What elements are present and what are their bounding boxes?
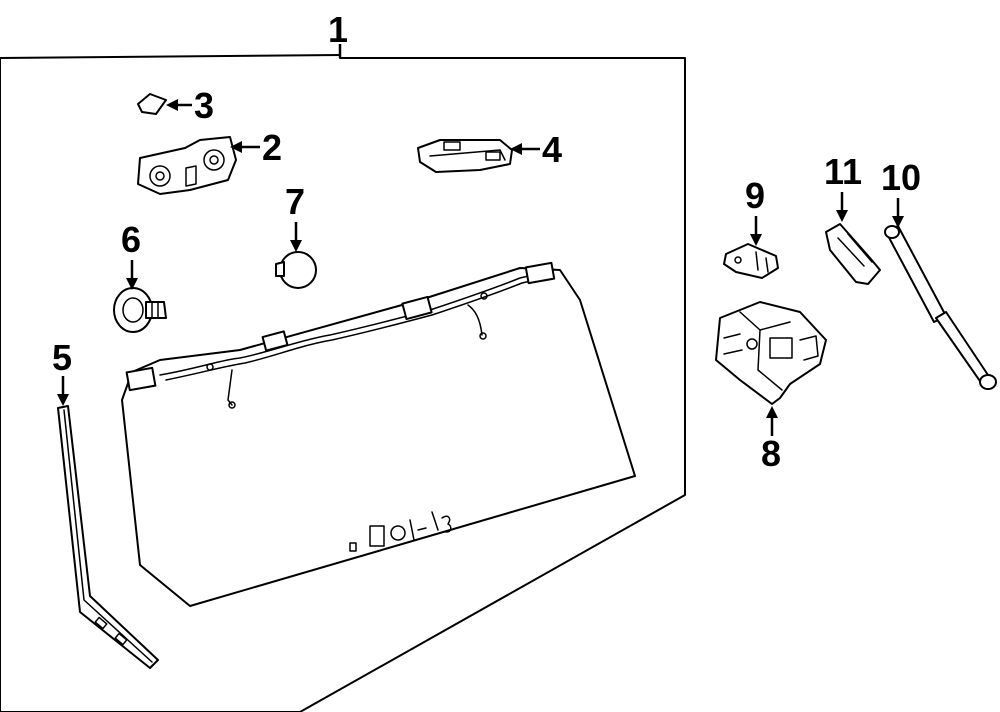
- callout-10[interactable]: 10: [881, 157, 921, 198]
- callout-4-arrowhead: [510, 143, 522, 155]
- callout-7-arrowhead: [290, 240, 302, 252]
- callout-4[interactable]: 4: [542, 129, 562, 170]
- pad-part: [137, 93, 167, 115]
- round-cap: [275, 251, 317, 289]
- hinge-bracket: [137, 136, 237, 195]
- latch-bracket: [417, 139, 513, 173]
- callout-8-arrowhead: [766, 406, 778, 418]
- bumper-stop: [825, 223, 881, 285]
- callout-1[interactable]: 1: [328, 9, 348, 50]
- callout-9[interactable]: 9: [745, 175, 765, 216]
- callout-9-arrowhead: [750, 234, 762, 246]
- callout-6[interactable]: 6: [121, 219, 141, 260]
- callout-10-arrowhead: [892, 216, 904, 228]
- latch-assembly: [715, 301, 827, 405]
- callout-2[interactable]: 2: [262, 127, 282, 168]
- callout-3[interactable]: 3: [194, 85, 214, 126]
- bolt-stud: [113, 287, 167, 333]
- side-molding: [57, 405, 159, 669]
- liftgate-glass: [121, 261, 636, 607]
- callout-8[interactable]: 8: [761, 433, 781, 474]
- callout-5-arrowhead: [57, 394, 69, 406]
- callout-6-arrowhead: [126, 278, 138, 290]
- callout-3-arrowhead: [166, 99, 178, 111]
- callout-2-arrowhead: [230, 141, 242, 153]
- assembly-frame: [0, 54, 686, 712]
- callout-7[interactable]: 7: [285, 181, 305, 222]
- small-latch: [723, 243, 779, 279]
- lift-support: [884, 225, 997, 390]
- callout-11[interactable]: 11: [824, 151, 862, 192]
- callout-5[interactable]: 5: [52, 337, 72, 378]
- callout-11-arrowhead: [836, 210, 848, 222]
